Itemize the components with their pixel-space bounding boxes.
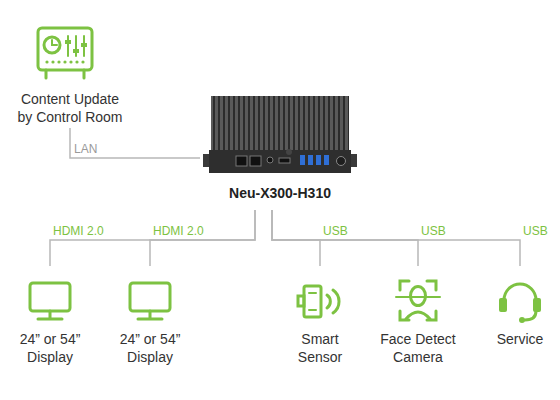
display-node: 24” or 54” Display	[5, 266, 95, 366]
display-icons	[30, 283, 170, 319]
control-room-icon-detail	[45, 40, 87, 64]
frame-corner	[400, 281, 409, 290]
connection-label: HDMI 2.0	[53, 224, 104, 238]
audio-port	[267, 157, 273, 163]
icon-dot	[69, 60, 72, 63]
sensor-icon	[298, 286, 339, 317]
usb-port	[316, 155, 321, 165]
connector-line	[70, 128, 200, 158]
display-node: 24” or 54” Display	[105, 266, 195, 366]
headset-mic-arm	[525, 311, 536, 320]
sensor-body	[304, 286, 321, 317]
fanless-pc	[203, 96, 357, 173]
hdmi-port	[279, 158, 290, 163]
control-room-icon	[38, 28, 92, 78]
face-camera-icon	[396, 281, 440, 320]
icon-dot	[81, 60, 84, 63]
display-base	[138, 318, 162, 321]
headset-band	[504, 284, 536, 303]
usb-port	[300, 155, 305, 165]
lan-port	[236, 156, 247, 166]
icon-dot	[75, 60, 78, 63]
connection-label: USB	[421, 224, 446, 238]
icon-gauge	[44, 37, 60, 53]
control-room-node: Content Update by Control Room	[10, 22, 130, 128]
connector-line	[272, 210, 320, 266]
icon-slider	[67, 36, 69, 56]
connection-label: HDMI 2.0	[153, 224, 204, 238]
connector-line	[272, 210, 418, 266]
connection-label: USB	[523, 224, 548, 238]
connector-line	[150, 210, 255, 266]
frame-corner	[427, 281, 436, 290]
sensor-slot	[309, 309, 316, 311]
icon-frame	[38, 28, 92, 70]
node-label: 24” or 54” Display	[110, 330, 190, 366]
usb-port	[308, 155, 313, 165]
sensor-slot	[309, 292, 316, 294]
sensor-node: Smart Sensor	[275, 266, 365, 366]
connector-line	[50, 210, 255, 266]
node-label: 24” or 54” Display	[10, 330, 90, 366]
slider-knob	[65, 40, 71, 44]
slider-knob	[81, 43, 87, 47]
node-label: Content Update by Control Room	[15, 90, 125, 126]
front-panel	[209, 150, 351, 173]
connection-label: LAN	[74, 142, 97, 156]
icon-dot	[51, 60, 54, 63]
display-screen	[30, 283, 70, 311]
lan-port	[250, 156, 261, 166]
power-button	[337, 157, 346, 166]
heatsink-fins	[211, 96, 349, 152]
service-node: Service	[480, 266, 560, 366]
display-stand	[149, 311, 152, 318]
display-base	[38, 318, 62, 321]
display-stand	[49, 311, 52, 318]
icon-dot	[45, 60, 48, 63]
headset-icon	[504, 284, 536, 320]
connector-line	[272, 210, 520, 266]
device-node: Neu-X300-H310	[200, 92, 360, 210]
node-label: Smart Sensor	[285, 330, 355, 366]
headset-earcup	[499, 298, 507, 312]
slider-knob	[73, 49, 79, 53]
connection-label: USB	[323, 224, 348, 238]
sensor-mount	[298, 296, 304, 306]
display-screen	[130, 283, 170, 311]
camera-node: Face Detect Camera	[368, 266, 468, 366]
icon-foot	[45, 70, 48, 78]
face-shoulders	[406, 312, 430, 319]
antenna-port	[286, 149, 292, 155]
headset-mic	[519, 317, 525, 323]
sensor-wave	[333, 290, 339, 313]
headset-earcup	[533, 298, 541, 312]
usb-port	[324, 155, 329, 165]
node-label: Face Detect Camera	[370, 330, 466, 366]
icon-foot	[83, 70, 86, 78]
icon-gauge-hand	[52, 40, 57, 45]
icon-dot	[63, 60, 66, 63]
scan-line	[396, 296, 440, 298]
icon-dot	[57, 60, 60, 63]
sensor-wave	[327, 295, 330, 308]
headset-parts	[499, 298, 541, 323]
node-label: Service	[485, 330, 555, 348]
device-label: Neu-X300-H310	[202, 184, 358, 202]
